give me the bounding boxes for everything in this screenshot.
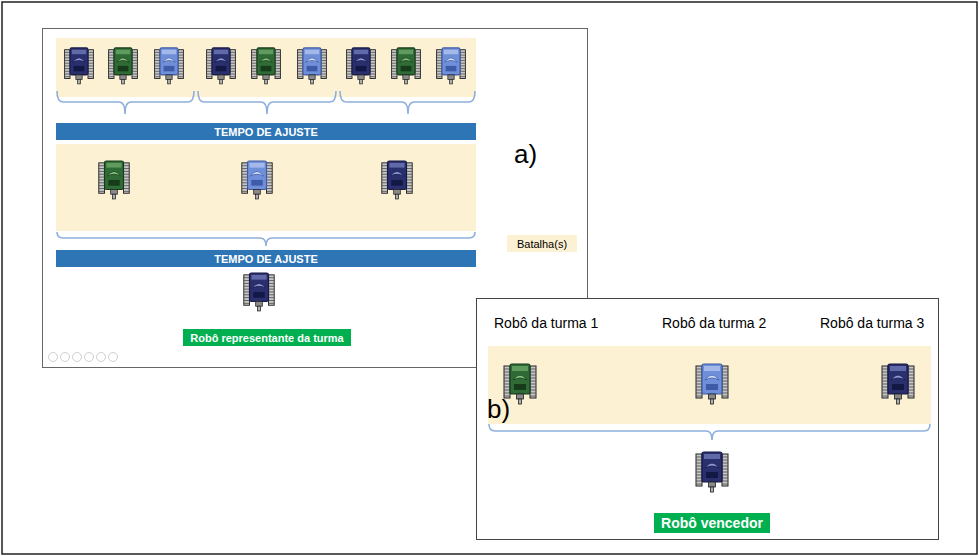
robot-icon (65, 48, 94, 84)
robot-icon (252, 48, 281, 84)
grouping-brace (57, 91, 194, 114)
robot-icon (242, 161, 272, 199)
legend-swatch: Batalha(s) (507, 235, 577, 252)
nav-control (85, 353, 94, 362)
robot-icon (392, 48, 421, 84)
robot-icon (696, 364, 728, 404)
result-tag: Robô vencedor (654, 513, 770, 533)
team-label: Robô da turma 1 (494, 315, 598, 331)
robot-icon (382, 161, 412, 199)
robot-icon (155, 48, 184, 84)
team-label: Robô da turma 3 (820, 315, 924, 331)
robot-icon (244, 273, 274, 311)
team-label: Robô da turma 2 (662, 315, 766, 331)
nav-control (49, 353, 58, 362)
panel-letter: b) (487, 394, 510, 425)
battle-band (56, 38, 476, 97)
robot-icon (99, 161, 129, 199)
robot-icon (437, 48, 466, 84)
nav-control (97, 353, 106, 362)
node-text: Robô representante da turma (190, 332, 343, 344)
grouping-brace (198, 91, 336, 114)
node-text: Robô vencedor (661, 515, 763, 531)
battle-band (488, 346, 931, 424)
panel-letter: a) (514, 139, 537, 170)
node-text: TEMPO DE AJUSTE (214, 253, 318, 265)
node-text: TEMPO DE AJUSTE (214, 126, 318, 138)
robot-icon (207, 48, 236, 84)
robot-icon (696, 452, 728, 492)
grouping-brace (489, 424, 930, 440)
nav-control (61, 353, 70, 362)
nav-control (109, 353, 118, 362)
nav-control (73, 353, 82, 362)
figure-panel: b) Robô vencedor Robô da turma 1 Robô da tu… (476, 298, 939, 540)
robot-icon (298, 48, 327, 84)
robot-icon (347, 48, 376, 84)
battle-band (56, 144, 476, 231)
robot-icon (109, 48, 138, 84)
result-tag: Robô representante da turma (183, 329, 350, 346)
adjustment-bar: TEMPO DE AJUSTE (56, 250, 476, 267)
panel-illustration (477, 299, 940, 541)
robot-icon (882, 364, 914, 404)
grouping-brace (57, 232, 475, 246)
adjustment-bar: TEMPO DE AJUSTE (56, 123, 476, 140)
grouping-brace (340, 91, 475, 114)
legend-text: Batalha(s) (517, 238, 567, 250)
